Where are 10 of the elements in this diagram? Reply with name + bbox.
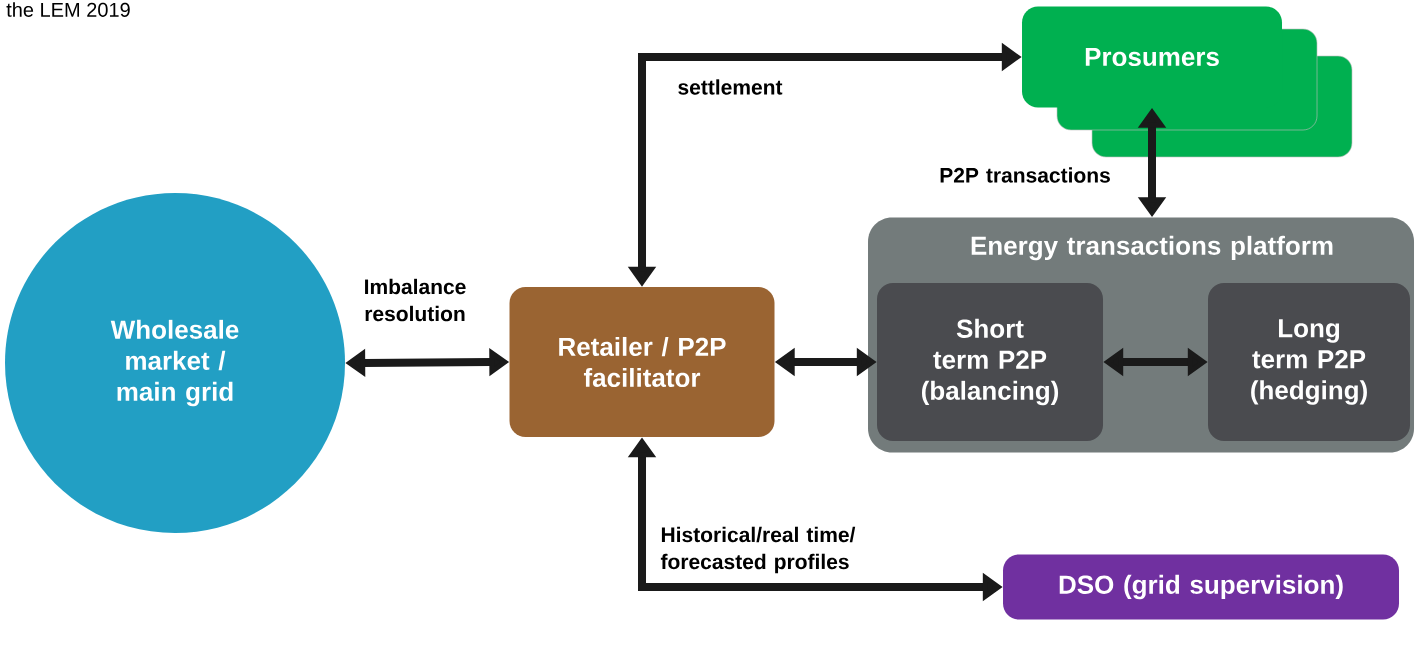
process-box: Short term P2P (balancing) xyxy=(877,283,1103,441)
process-box: Long term P2P (hedging) xyxy=(1208,283,1410,441)
stacked-box: Prosumers xyxy=(1022,6,1353,158)
edge-label: P2P transactions xyxy=(940,167,1110,183)
edge-label: Imbalance resolution xyxy=(365,278,466,322)
edge-label: Historical/real time/ forecasted profiles xyxy=(660,526,856,574)
process-box: DSO (grid supervision) xyxy=(1003,554,1399,620)
edge-label: settlement xyxy=(678,79,783,95)
process-box: Retailer / P2P facilitator xyxy=(509,287,775,437)
caption-fragment: the LEM 2019 xyxy=(6,2,130,17)
